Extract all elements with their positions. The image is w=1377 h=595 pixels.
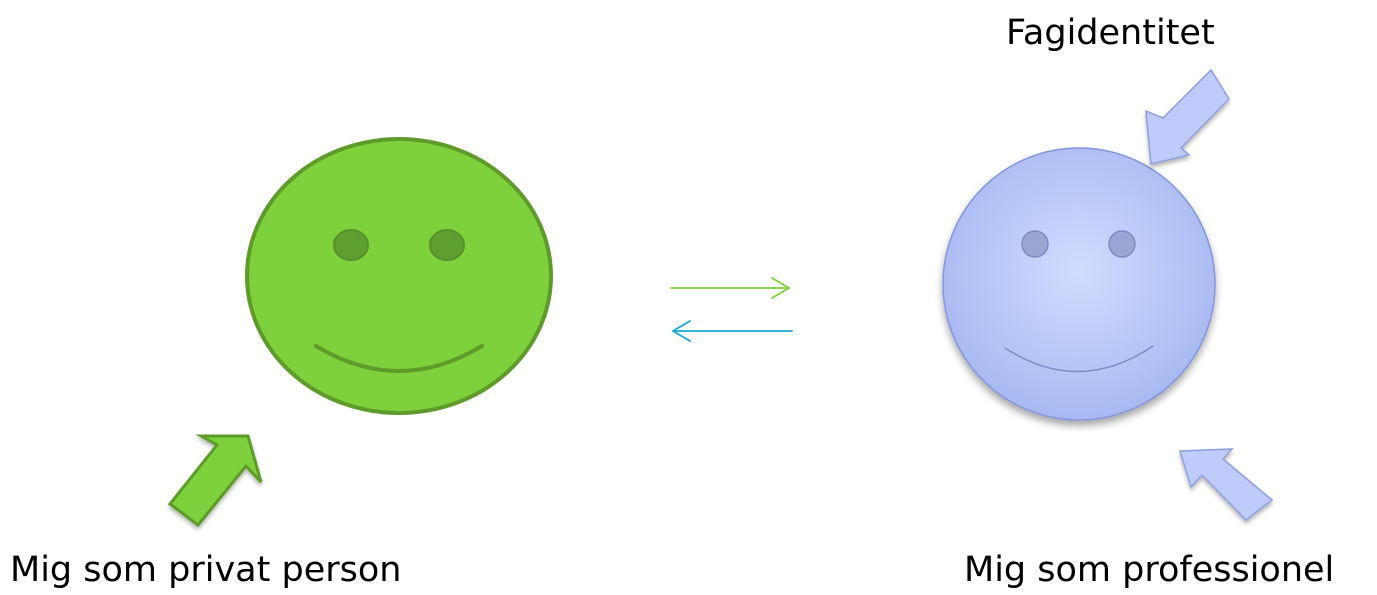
blue-right-eye-icon [1108,230,1136,258]
arrow-left-icon [672,320,793,342]
blue-smile-icon [1004,345,1154,373]
subject-identity-arrow-icon [1145,68,1230,165]
subject-identity-label: Fagidentitet [1006,13,1215,53]
private-person-smiley-icon [245,137,553,415]
green-smile-icon [314,344,484,373]
green-right-eye-icon [429,229,465,261]
professional-input-arrow-icon [1178,448,1274,522]
green-left-eye-icon [333,229,369,261]
blue-left-eye-icon [1021,230,1049,258]
private-person-label: Mig som privat person [10,550,402,590]
arrow-right-icon [670,277,790,299]
private-input-arrow-icon [167,434,263,528]
professional-smiley-icon [942,147,1216,421]
professional-label: Mig som professionel [964,550,1335,590]
